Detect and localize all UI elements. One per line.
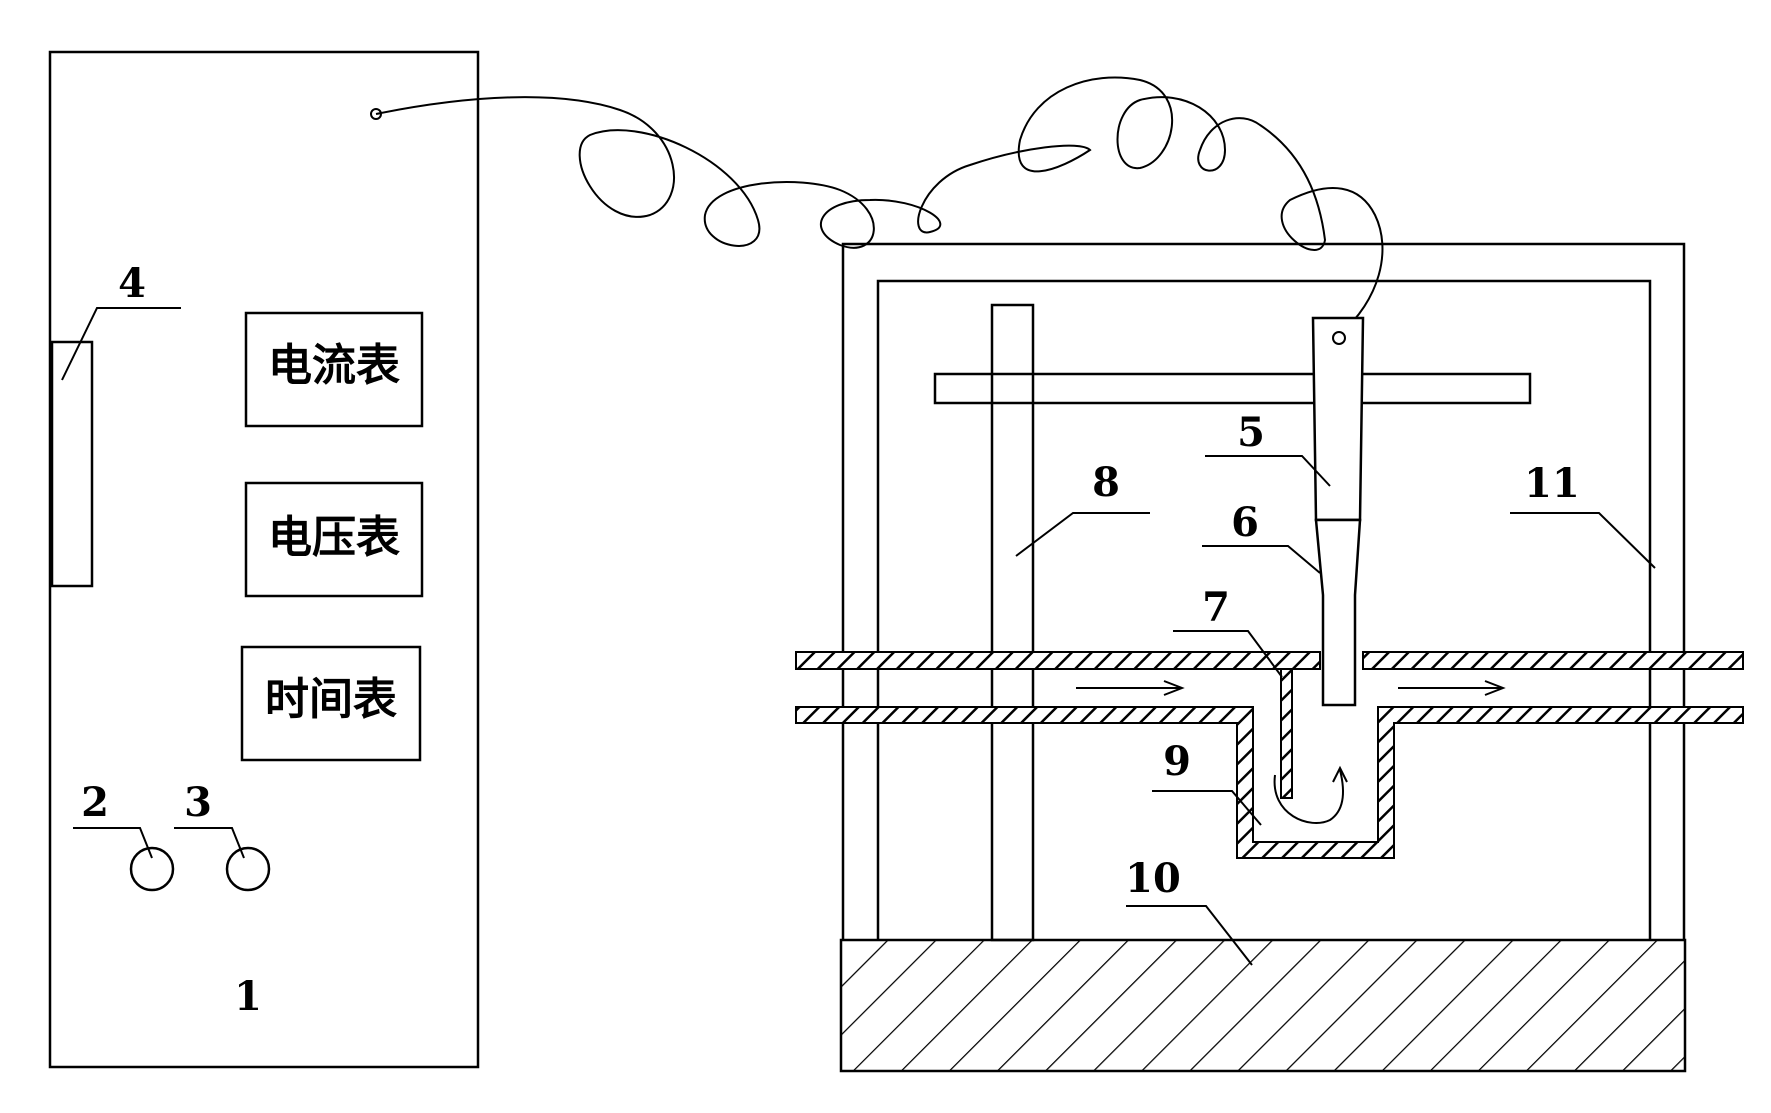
knob-3: [225, 846, 271, 892]
outer-frame: [841, 242, 1686, 940]
label-2: 2: [81, 779, 109, 826]
coiled-cable: [375, 76, 1384, 336]
label-3: 3: [184, 779, 212, 826]
leader-10: [1126, 905, 1253, 966]
leader-4: [61, 307, 181, 381]
pipe-lower-wall-and-pocket: [795, 706, 1744, 859]
label-8: 8: [1092, 459, 1120, 506]
label-5: 5: [1237, 409, 1265, 456]
leader-8: [1015, 512, 1150, 557]
divider-plate: [1280, 668, 1293, 799]
leader-6: [1202, 545, 1321, 574]
ammeter-label: 电流表: [268, 340, 400, 391]
label-9: 9: [1163, 738, 1191, 785]
electrode-tip: [1314, 518, 1362, 707]
pipe-upper-wall-left: [795, 651, 1321, 670]
timer: 时间表: [240, 645, 422, 762]
label-10: 10: [1125, 855, 1181, 902]
label-6: 6: [1231, 499, 1259, 546]
ammeter: 电流表: [244, 311, 424, 428]
flow-arrow-out: [1398, 680, 1506, 696]
electrode-terminal: [1332, 331, 1346, 345]
electrode-holder: [1311, 316, 1365, 522]
flow-arrow-pocket: [1273, 765, 1348, 824]
leader-11: [1510, 512, 1656, 569]
leader-3: [174, 827, 245, 859]
flow-arrow-in: [1076, 680, 1185, 696]
inner-frame: [876, 279, 1652, 940]
voltmeter-label: 电压表: [268, 512, 400, 563]
leader-9: [1152, 790, 1262, 826]
cabinet-handle: [50, 340, 94, 588]
power-supply-cabinet: 电流表 电压表 时间表 4 2 3 1: [48, 50, 480, 1069]
label-4: 4: [118, 260, 146, 307]
leader-5: [1205, 455, 1331, 487]
leader-7: [1173, 630, 1283, 678]
crossbar: [933, 372, 1532, 405]
label-1: 1: [234, 973, 262, 1020]
processing-device: 5 6 7 8 9 10 11: [795, 242, 1744, 1073]
pipe-upper-wall-right: [1362, 651, 1744, 670]
voltmeter: 电压表: [244, 481, 424, 598]
knob-2: [129, 846, 175, 892]
support-column: [990, 303, 1035, 942]
label-11: 11: [1524, 460, 1580, 507]
timer-label: 时间表: [265, 674, 397, 725]
cabinet-outline: [48, 50, 480, 1069]
label-7: 7: [1202, 584, 1230, 631]
base-plate: [839, 938, 1687, 1073]
leader-2: [73, 827, 153, 859]
